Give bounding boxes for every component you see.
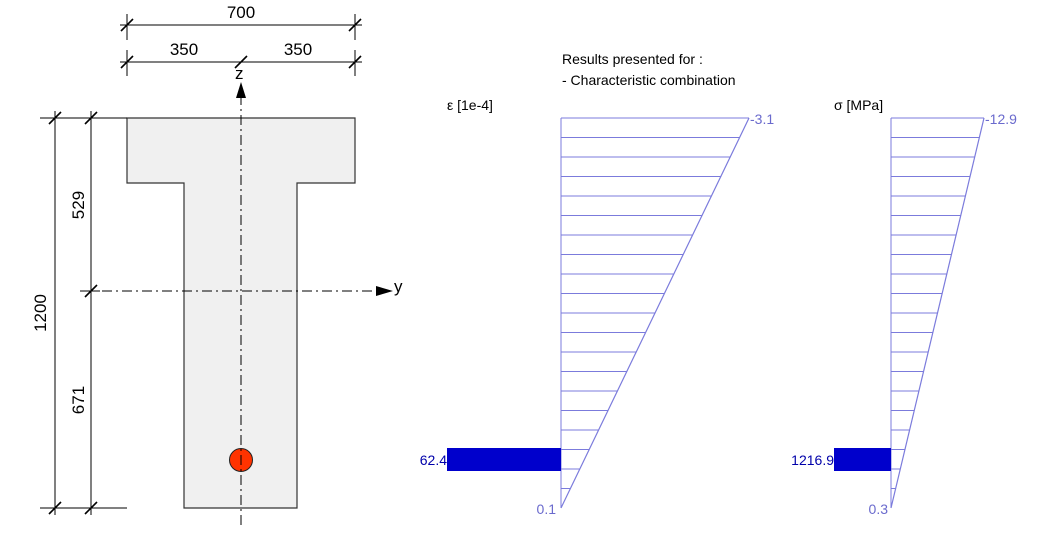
z-axis-label: z xyxy=(235,64,244,83)
strain-diagram-title: ε [1e-4] xyxy=(447,97,493,113)
strain-profile-line xyxy=(560,117,750,509)
dim-total-height: 1200 xyxy=(31,294,50,332)
dim-lower-part: 671 xyxy=(69,386,88,414)
strain-rebar-value: 62.4 xyxy=(420,452,447,468)
dim-half-left: 350 xyxy=(170,40,198,59)
stress-diagram xyxy=(834,117,985,509)
y-axis-label: y xyxy=(394,277,403,296)
stress-diagram-title: σ [MPa] xyxy=(834,97,883,113)
dim-upper-part: 529 xyxy=(69,191,88,219)
horizontal-dimensions xyxy=(120,14,362,76)
z-axis-arrow xyxy=(236,82,246,98)
strain-bottom-value: 0.1 xyxy=(537,501,557,517)
t-section-shape xyxy=(126,117,356,509)
results-header-line2: - Characteristic combination xyxy=(562,72,736,88)
dim-half-right: 350 xyxy=(284,40,312,59)
dim-total-width: 700 xyxy=(227,3,255,22)
y-axis-arrow xyxy=(376,286,393,296)
strain-rebar-bar xyxy=(447,448,561,471)
stress-rebar-bar xyxy=(834,448,891,471)
strain-hatch xyxy=(561,117,749,489)
strain-diagram xyxy=(447,117,750,509)
strain-top-value: -3.1 xyxy=(750,111,774,127)
section-axes: z y xyxy=(82,64,403,528)
vertical-dimensions xyxy=(40,111,127,515)
stress-top-value: -12.9 xyxy=(985,111,1017,127)
stress-hatch xyxy=(891,117,984,489)
stress-rebar-value: 1216.9 xyxy=(791,452,834,468)
stress-bottom-value: 0.3 xyxy=(869,501,889,517)
results-header-line1: Results presented for : xyxy=(562,51,703,67)
stress-profile-line xyxy=(890,117,985,509)
